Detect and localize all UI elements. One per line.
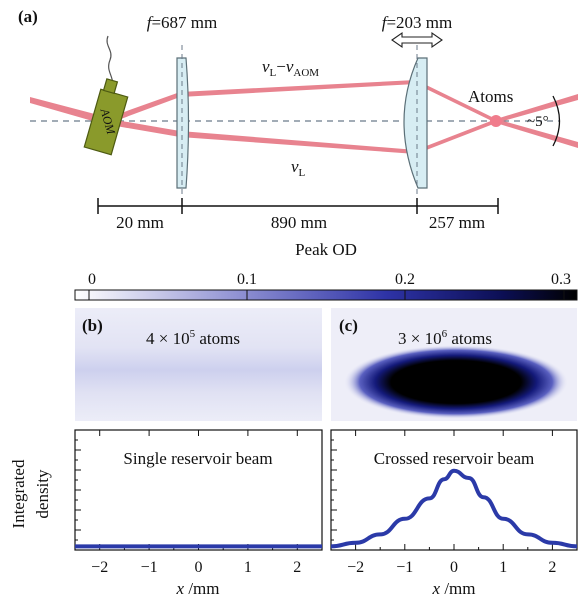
aom-cable — [106, 35, 114, 85]
colorbar-tick-3: 0.3 — [551, 271, 571, 288]
lens-1: f=687 mm — [147, 13, 218, 200]
colorbar-ticks — [88, 290, 565, 300]
plot-b-xlabel: x /mm — [176, 579, 220, 598]
panel-c-label: (c) — [339, 316, 358, 335]
x-tick-label: 0 — [450, 559, 458, 576]
distance-2: 890 mm — [271, 213, 327, 232]
x-tick-label: −1 — [396, 559, 413, 576]
atom-cloud — [344, 345, 568, 419]
panel-c-count: 3 × 106 atoms — [398, 328, 492, 348]
aom: AOM — [83, 35, 129, 156]
x-tick-label: 2 — [293, 559, 301, 576]
distance-scale — [97, 198, 499, 214]
plot-single-reservoir: Single reservoir beam −2 −1 0 1 2 — [74, 429, 323, 576]
aom-connector — [102, 78, 119, 95]
distance-1: 20 mm — [116, 213, 164, 232]
beam-bottom-label: vL — [291, 157, 306, 179]
x-tick-label: 2 — [548, 559, 556, 576]
distance-3: 257 mm — [429, 213, 485, 232]
angle-arc — [552, 95, 561, 147]
ylabel-line-2: density — [33, 469, 52, 519]
lens-1-focal-label: f=687 mm — [147, 13, 218, 32]
plot-c-title: Crossed reservoir beam — [374, 449, 535, 468]
colorbar-tick-0: 0 — [88, 271, 96, 288]
panel-b-absorption-image — [75, 308, 322, 421]
atoms-label: Atoms — [468, 87, 513, 106]
double-arrow-icon — [391, 31, 443, 49]
x-tick-label: 0 — [195, 559, 203, 576]
plot-c-xlabel: x /mm — [432, 579, 476, 598]
colorbar-gradient — [74, 289, 578, 301]
plot-b-x-ticks: −2 −1 0 1 2 — [74, 430, 323, 576]
x-tick-label: −1 — [141, 559, 158, 576]
plot-b-y-ticks — [75, 439, 81, 541]
beam-top-label: vL−vAOM — [262, 57, 319, 79]
lens-2-focal-label: f=203 mm — [382, 13, 453, 32]
colorbar-title: Peak OD — [295, 240, 357, 259]
plot-b-frame — [74, 429, 323, 551]
ylabel-line-1: Integrated — [9, 459, 28, 528]
lens-2: f=203 mm — [382, 13, 453, 200]
colorbar-tick-2: 0.2 — [395, 271, 415, 288]
panel-b-count: 4 × 105 atoms — [146, 328, 240, 348]
panel-b-label: (b) — [82, 316, 103, 335]
panel-b-image: (b) 4 × 105 atoms — [75, 308, 322, 421]
plot-c-series-line — [330, 468, 578, 549]
panel-a: (a) AOM f=687 mm — [18, 7, 578, 232]
plot-crossed-reservoir: Crossed reservoir beam −2 −1 0 1 2 — [330, 429, 578, 576]
profile-y-label: Integrated density — [9, 459, 52, 528]
colorbar-tick-1: 0.1 — [237, 271, 257, 288]
atoms-marker — [490, 115, 502, 127]
x-tick-label: 1 — [244, 559, 252, 576]
x-tick-label: −2 — [91, 559, 108, 576]
plot-c-x-ticks: −2 −1 0 1 2 — [330, 430, 578, 576]
plot-c-frame — [330, 429, 578, 551]
panel-c-image: (c) 3 × 106 atoms — [331, 308, 577, 421]
x-axis-labels: x /mm x /mm — [176, 579, 476, 598]
x-tick-label: −2 — [347, 559, 364, 576]
plot-c-y-ticks — [331, 439, 337, 541]
colorbar: Peak OD 0 0.1 0.2 0.3 — [74, 240, 578, 301]
laser-beams — [30, 80, 578, 154]
angle-label: ~5° — [527, 114, 549, 130]
panel-a-label: (a) — [18, 7, 38, 26]
x-tick-label: 1 — [499, 559, 507, 576]
plot-b-title: Single reservoir beam — [123, 449, 272, 468]
